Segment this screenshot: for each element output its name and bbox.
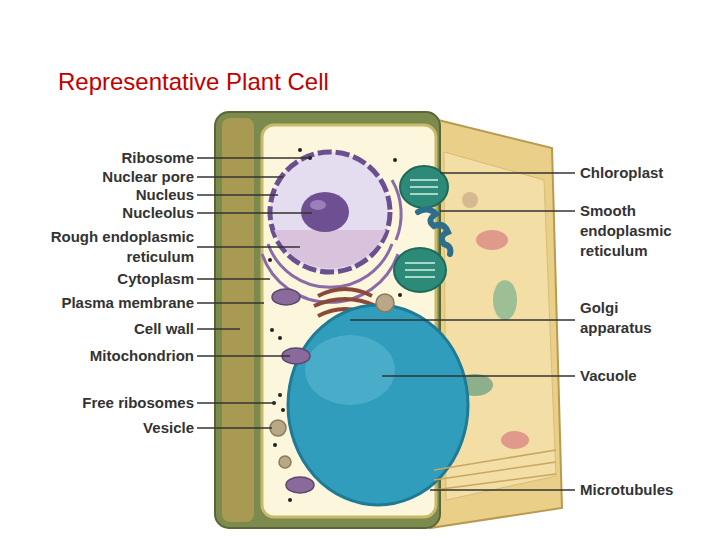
leader-line <box>197 157 310 159</box>
nucleolus <box>301 192 349 232</box>
chloroplast-grana <box>410 180 438 194</box>
part-label: Nucleus <box>4 185 194 205</box>
leader-line <box>197 194 278 196</box>
leader-line <box>350 319 575 321</box>
part-label: Golgi apparatus <box>580 298 675 338</box>
leader-line <box>430 489 575 491</box>
part-label: Vesicle <box>4 418 194 438</box>
ribosome <box>281 408 285 412</box>
rough-er <box>268 244 392 287</box>
part-label: Vacuole <box>580 366 715 386</box>
ribosome <box>398 293 402 297</box>
leader-line <box>197 278 270 280</box>
leader-line <box>197 246 300 248</box>
part-label: Plasma membrane <box>4 293 194 313</box>
part-label: Nuclear pore <box>4 167 194 187</box>
ribosome <box>288 498 292 502</box>
ribosome <box>278 336 282 340</box>
chloroplast-grana <box>405 263 435 277</box>
leader-lines <box>197 158 575 490</box>
smooth-er <box>418 209 450 254</box>
part-label: Cell wall <box>4 319 194 339</box>
vacuole <box>288 305 468 505</box>
leader-line <box>440 210 575 212</box>
organelle-blob <box>476 230 508 250</box>
part-label: Chloroplast <box>580 163 715 183</box>
part-label: Ribosome <box>4 148 194 168</box>
nucleolus-highlight <box>310 200 326 210</box>
vesicle <box>270 420 286 436</box>
golgi-apparatus <box>318 289 372 296</box>
ribosome <box>278 393 282 397</box>
mitochondrion <box>286 477 314 493</box>
leader-line <box>440 172 575 174</box>
ribosome <box>270 328 274 332</box>
ribosome <box>268 258 272 262</box>
cell-wall-layer <box>222 118 254 522</box>
ribosome <box>298 148 302 152</box>
organelle-blob <box>493 280 517 320</box>
leader-line <box>197 302 264 304</box>
part-label: Microtubules <box>580 480 715 500</box>
mitochondrion <box>272 289 300 305</box>
leader-line <box>382 375 575 377</box>
part-label: Nucleolus <box>4 203 194 223</box>
organelle-blob <box>501 431 529 449</box>
microtubule <box>434 450 556 490</box>
leader-line <box>197 427 272 429</box>
part-label: Smooth endoplasmic reticulum <box>580 201 690 261</box>
ribosome <box>393 158 397 162</box>
vacuole-highlight <box>305 335 395 405</box>
leader-line <box>197 402 276 404</box>
leader-line <box>197 212 312 214</box>
leader-line <box>197 355 290 357</box>
title: Representative Plant Cell <box>58 67 329 97</box>
ribosomes <box>268 148 402 502</box>
nucleus <box>270 152 390 272</box>
part-label: Rough endoplasmic reticulum <box>34 227 194 267</box>
vesicle <box>376 294 394 312</box>
chloroplast <box>394 248 446 292</box>
part-label: Free ribosomes <box>4 393 194 413</box>
leader-line <box>197 328 240 330</box>
part-label: Mitochondrion <box>4 346 194 366</box>
nucleoplasm <box>274 230 386 268</box>
part-label: Cytoplasm <box>4 269 194 289</box>
ribosome <box>273 443 277 447</box>
vesicle <box>279 456 291 468</box>
leader-line <box>197 176 283 178</box>
organelle-blob <box>462 192 478 208</box>
